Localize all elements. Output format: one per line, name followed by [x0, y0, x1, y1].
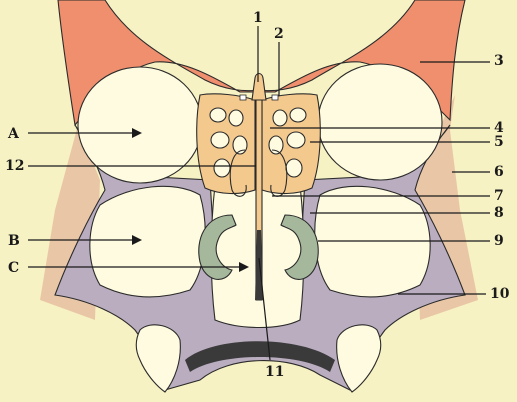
label-12: 12 — [5, 158, 24, 174]
right-orbit — [318, 64, 442, 180]
cribriform-right — [272, 95, 278, 100]
label-9: 9 — [494, 233, 504, 249]
crista-galli — [252, 74, 266, 101]
label-C: C — [8, 260, 19, 276]
label-8: 8 — [494, 205, 504, 221]
cribriform-left — [240, 95, 246, 100]
label-7: 7 — [494, 188, 504, 204]
label-2: 2 — [274, 26, 284, 42]
label-3: 3 — [494, 53, 504, 69]
right-maxillary-sinus — [315, 186, 430, 297]
label-5: 5 — [494, 134, 504, 150]
label-A: A — [7, 126, 20, 142]
label-1: 1 — [253, 10, 263, 26]
label-B: B — [8, 233, 20, 249]
label-10: 10 — [490, 286, 510, 302]
label-11: 11 — [265, 364, 284, 380]
left-maxillary-sinus — [90, 186, 205, 297]
label-6: 6 — [494, 164, 504, 180]
